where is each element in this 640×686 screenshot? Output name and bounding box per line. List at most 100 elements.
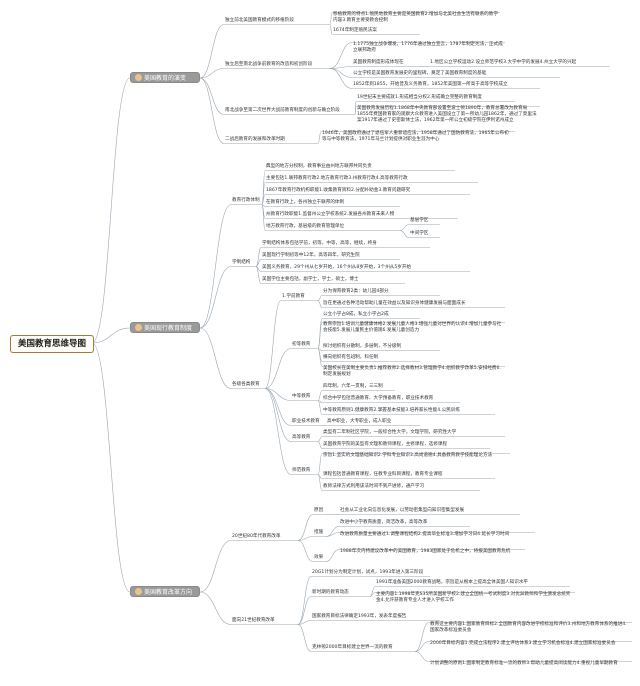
category-label: 南北战争至第二次世界大战前教育制度的创新与确立阶段 bbox=[225, 108, 340, 113]
connector bbox=[199, 327, 232, 389]
node-label: 改进中小学教育质量，简洁改革，高等改革 bbox=[340, 520, 428, 525]
node-label: 地方教育行政，基层级的教育管理单位 bbox=[266, 224, 345, 229]
connector bbox=[317, 348, 323, 367]
category-label: 面向21世纪教育改革 bbox=[232, 618, 275, 623]
connector bbox=[329, 24, 333, 35]
category-label: 学制结构 bbox=[232, 260, 251, 265]
connector bbox=[261, 194, 266, 205]
node-label: 美国现行学制初等中12年，高等四年，研究生院 bbox=[262, 253, 360, 258]
connector bbox=[414, 651, 430, 662]
node-label: 国家教育目标法律确定1993年，发表年度报告 bbox=[312, 614, 407, 619]
connector bbox=[261, 204, 266, 231]
subcategory-label: 师范教育 bbox=[292, 468, 311, 473]
subcategory-label: 效果 bbox=[314, 555, 324, 560]
connector bbox=[317, 322, 323, 349]
node-label: 美国教育制度形成体现在 bbox=[353, 60, 404, 65]
node-label: 计划调整的原则1.国家制定教育标准一流的教师3.帮助儿童提高阅读能力4.重视儿童… bbox=[430, 661, 618, 666]
connector bbox=[91, 342, 131, 593]
subcategory-label: 新时期的教育动态 bbox=[312, 590, 349, 595]
connector bbox=[317, 295, 323, 301]
category-label: 二战后教育的发展和改革时期 bbox=[225, 137, 285, 142]
connector bbox=[255, 247, 262, 267]
node-label: 公立小学占8成，私立小学占2成 bbox=[323, 312, 389, 317]
connector bbox=[297, 576, 312, 625]
connector bbox=[199, 68, 225, 79]
branch-label: 美国现行教育制度 bbox=[144, 325, 193, 332]
subcategory-label: 措施 bbox=[314, 530, 324, 535]
node-label: 教育宗旨1.培训儿童健康体格2.发展儿童人格3.增强儿童对世界的认识4.增加儿童… bbox=[323, 322, 502, 333]
node-label: 1988年次内特建议改革中的美国教育，1983国家处于危机之中，将报美国教育危机 bbox=[340, 549, 511, 554]
branch-node[interactable]: 美国教育的演变 bbox=[130, 72, 200, 83]
connector bbox=[369, 592, 376, 597]
connector bbox=[297, 624, 312, 652]
node-label: 宗旨1.坚实的文理基础知识2.学科专业知识3.高尚道德4.具备教育教学技能理论方… bbox=[323, 453, 493, 458]
connector bbox=[317, 453, 323, 475]
connector bbox=[317, 436, 323, 442]
node-label: 1674年制定殖民法案 bbox=[333, 28, 377, 33]
connector bbox=[317, 131, 322, 144]
connector bbox=[329, 68, 353, 78]
node-label: 探讨组织有分散制，多层制，不分级制 bbox=[323, 344, 402, 349]
node-label: 美国教育学院的美型有文理和教师课程，主修课程，选修课程 bbox=[323, 442, 448, 447]
subcategory-label: 初等教育 bbox=[292, 342, 311, 347]
connector bbox=[264, 388, 292, 426]
node-label: 改进教育质量主要通过1.调整课程结构2.提高毕业标准3.增加学习日4.延长学习时… bbox=[340, 532, 510, 537]
connector bbox=[199, 204, 232, 329]
connector bbox=[199, 77, 225, 115]
connector bbox=[297, 620, 312, 625]
node-label: 综合中学包括普通教育、大学预备教育，职业技术教育 bbox=[323, 396, 434, 401]
connector bbox=[264, 388, 292, 401]
node-label: 1.地区公立学校运动2.设立师范学校3.大学中学的发展4.州立大学的兴起 bbox=[430, 60, 577, 65]
node-label: 高中职业，大专职业，成人职业 bbox=[327, 419, 392, 424]
node-label: 美国学位主要包括，副学士，学士，硕士，博士 bbox=[262, 277, 359, 282]
connector bbox=[325, 526, 340, 537]
node-label: 1852年到1855，开始普及义务教育，1852年美国第一所高于高等学校成立 bbox=[353, 82, 508, 87]
flower-icon bbox=[135, 588, 142, 595]
node-label: 类型有二年制社区学院，一般综合性大学，文理学院，研究性大学 bbox=[323, 430, 457, 435]
connector bbox=[255, 266, 262, 284]
node-label: 19世纪末主要成就1.形成相当分权2.形成确立完整的教育制度 bbox=[357, 95, 482, 100]
subcategory-label: 1.学前教育 bbox=[282, 294, 305, 299]
node-label: 美国校长在美制主要负责1.推荐教师2.选择教材3.管理教学4.组织教学改革5.安… bbox=[323, 366, 501, 377]
connector bbox=[199, 540, 232, 593]
connector bbox=[297, 596, 312, 625]
connector bbox=[317, 390, 323, 401]
branch-label: 美国教育改革方向 bbox=[144, 589, 193, 596]
node-label: 社会从工业化向信息化发展，以劳动密集型向知识密集型发展 bbox=[340, 508, 465, 513]
node-label: 主要包括1.联邦教育行政2.地方教育行政3.州教育行政4.高等教育行政 bbox=[266, 176, 408, 181]
connector bbox=[399, 230, 410, 238]
node-label: 州教育行政职能1.监督州公立学校系统2.发展各州教育未来人物 bbox=[266, 212, 395, 217]
connector bbox=[297, 540, 314, 562]
root-node[interactable]: 美国教育思维导图 bbox=[10, 335, 94, 353]
connector bbox=[264, 388, 292, 475]
node-label: 1.1775独立战争爆发，1776年通过独立宣言，1787年制定宪法，正式成立联… bbox=[353, 42, 503, 53]
node-label: 中间学区 bbox=[410, 231, 429, 236]
connector bbox=[329, 42, 353, 69]
node-label: 典型的地方分权制，教育事业由州地方联邦共同负责 bbox=[266, 164, 372, 169]
branch-node[interactable]: 美国教育改革方向 bbox=[130, 586, 200, 597]
node-label: 移植教育的特点1.殖民地教育主要是英国教育2.增加与北美社会生活有联系的教学内容… bbox=[333, 12, 498, 23]
connector bbox=[297, 536, 314, 541]
node-label: 分为保育教育2类：幼儿园4部分 bbox=[323, 289, 389, 294]
connector bbox=[199, 24, 225, 79]
connector bbox=[414, 641, 430, 652]
connector bbox=[297, 514, 314, 541]
connector bbox=[199, 591, 232, 625]
node-label: 基层学区 bbox=[410, 218, 429, 223]
node-label: 主要内容1.1998年克S35所美国新学校2.建立全国统一考试制度3.对优异教师… bbox=[376, 592, 571, 603]
node-label: 美国义务教育，29个州从七岁开始，16个州从8岁开始，3个州从5岁开始 bbox=[262, 265, 412, 270]
branch-node[interactable]: 美国现行教育制度 bbox=[130, 322, 200, 333]
connector bbox=[317, 400, 323, 415]
node-label: 四年制，六年一贯制，三三制 bbox=[323, 384, 383, 389]
connector bbox=[199, 266, 232, 329]
category-label: 各级各类教育 bbox=[232, 382, 260, 387]
connector bbox=[399, 224, 410, 231]
connector bbox=[255, 259, 262, 267]
node-label: 旨在更通过各种活动帮助儿童在效益以及知识身体健康发展与面面成长 bbox=[323, 301, 466, 306]
connector bbox=[91, 77, 131, 344]
connector bbox=[354, 106, 357, 115]
node-label: 中等教育原则1.健康教育2.掌握基本技能3.培养家长性能4.公民训练 bbox=[323, 408, 460, 413]
connector bbox=[264, 388, 292, 442]
